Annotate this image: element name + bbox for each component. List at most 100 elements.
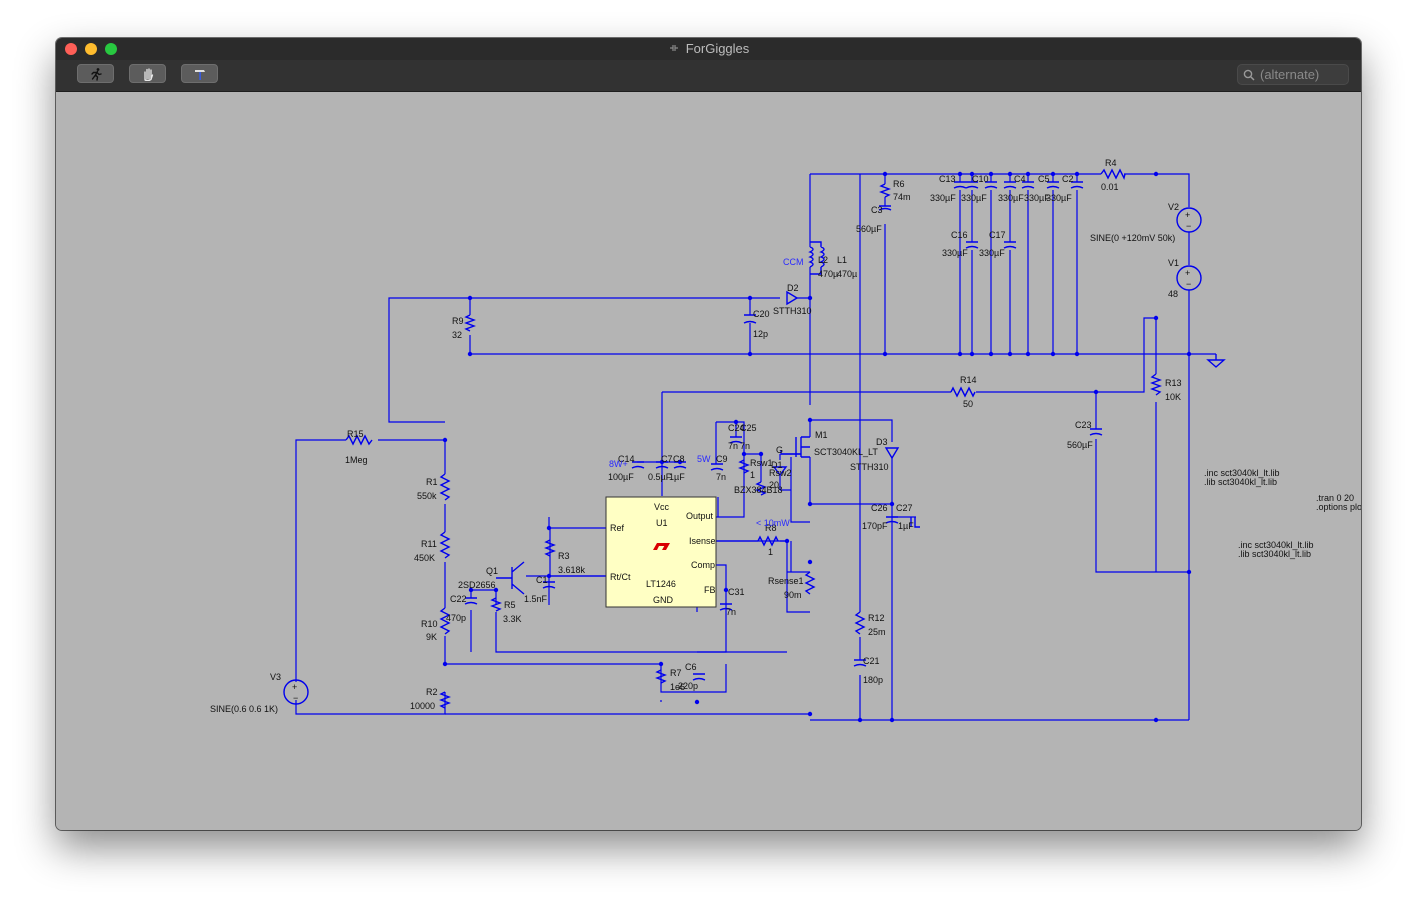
label-R8-ref: R8 bbox=[765, 523, 777, 533]
junction-dots bbox=[442, 171, 1192, 723]
label-Q1-value: 2SD2656 bbox=[458, 580, 496, 590]
net-label-8w: 8W+ bbox=[609, 459, 628, 469]
ic-pin-comp: Comp bbox=[691, 560, 715, 570]
svg-text:+: + bbox=[292, 682, 297, 692]
label-R10-value: 9K bbox=[426, 632, 437, 642]
label-V1-value: 48 bbox=[1168, 289, 1178, 299]
label-R3-value: 3.618k bbox=[558, 565, 586, 575]
halt-simulation-button[interactable] bbox=[129, 64, 166, 83]
label-R7-ref: R7 bbox=[670, 668, 682, 678]
label-R9-value: 32 bbox=[452, 330, 462, 340]
spice-directives[interactable]: .inc sct3040kl_lt.lib .lib sct3040kl_lt.… bbox=[1204, 468, 1361, 559]
directive-inc-2: .inc sct3040kl_lt.lib bbox=[1238, 540, 1314, 550]
label-C21-value: 180p bbox=[863, 675, 883, 685]
label-R1-ref: R1 bbox=[426, 477, 438, 487]
label-R4-ref: R4 bbox=[1105, 158, 1117, 168]
label-R14-ref: R14 bbox=[960, 375, 977, 385]
label-R2-value: 10000 bbox=[410, 701, 435, 711]
label-Rsw1-ref: Rsw1 bbox=[750, 458, 773, 468]
label-V3-value: SINE(0.6 0.6 1K) bbox=[210, 704, 278, 714]
label-D2-ref: D2 bbox=[787, 283, 799, 293]
label-Rsense1-value: 90m bbox=[784, 590, 802, 600]
label-M1-ref: M1 bbox=[815, 430, 828, 440]
label-R11-value: 450K bbox=[414, 553, 435, 563]
lt-logo-icon bbox=[653, 543, 670, 550]
label-C14-ref: C14 bbox=[618, 454, 635, 464]
label-C9-ref: C9 bbox=[716, 454, 728, 464]
label-C14-value: 100µF bbox=[608, 472, 634, 482]
label-Rsense1-ref: Rsense1 bbox=[768, 576, 804, 586]
label-Q1-ref: Q1 bbox=[486, 566, 498, 576]
label-R4-value: 0.01 bbox=[1101, 182, 1119, 192]
label-C17-ref: C17 bbox=[989, 230, 1006, 240]
label-M1-value: SCT3040KL_LT bbox=[814, 447, 878, 457]
label-Rsw1-value: 1 bbox=[750, 470, 755, 480]
zoom-window-button[interactable] bbox=[105, 43, 117, 55]
label-C17-value: 330µF bbox=[979, 248, 1005, 258]
label-C7-ref: C7 bbox=[661, 454, 673, 464]
hammer-tool-button[interactable] bbox=[181, 64, 218, 83]
search-input[interactable] bbox=[1260, 66, 1344, 83]
label-C26-value: 170pF bbox=[862, 521, 888, 531]
label-C10-value: 330µF bbox=[961, 193, 987, 203]
svg-text:−: − bbox=[1186, 279, 1191, 289]
label-C26-ref: C26 bbox=[871, 503, 888, 513]
ic-pin-gnd: GND bbox=[653, 595, 674, 605]
component-symbols: + − + − bbox=[283, 168, 1226, 709]
label-D1-ref: D1 bbox=[771, 460, 783, 470]
hand-icon bbox=[143, 67, 153, 81]
label-V1-ref: V1 bbox=[1168, 258, 1179, 268]
directive-inc-1: .inc sct3040kl_lt.lib bbox=[1204, 468, 1280, 478]
label-C6-ref: C6 bbox=[685, 662, 697, 672]
schematic-drawing: + − + − bbox=[210, 158, 1361, 723]
label-R6-value: 74m bbox=[893, 192, 911, 202]
label-C16-value: 330µF bbox=[942, 248, 968, 258]
search-field[interactable] bbox=[1237, 64, 1349, 85]
label-R13-ref: R13 bbox=[1165, 378, 1182, 388]
label-D3-value: STTH310 bbox=[850, 462, 889, 472]
label-L2-ref: L2 bbox=[818, 255, 828, 265]
label-D3-ref: D3 bbox=[876, 437, 888, 447]
schematic-canvas[interactable]: + − + − bbox=[56, 92, 1361, 830]
label-R10-ref: R10 bbox=[421, 619, 438, 629]
label-C13-ref: C13 bbox=[939, 174, 956, 184]
label-R9-ref: R9 bbox=[452, 316, 464, 326]
label-C24-ref: C24 bbox=[728, 423, 745, 433]
toolbar bbox=[56, 60, 1361, 92]
label-C20-ref: C20 bbox=[753, 309, 770, 319]
label-C16-ref: C16 bbox=[951, 230, 968, 240]
label-C2-ref: C2 bbox=[1062, 174, 1074, 184]
label-R14-value: 50 bbox=[963, 399, 973, 409]
label-R12-value: 25m bbox=[868, 627, 886, 637]
directive-options: .options plo bbox=[1316, 502, 1361, 512]
label-R15-ref: R15 bbox=[347, 429, 364, 439]
svg-text:+: + bbox=[1185, 210, 1190, 220]
window-title-wrap: ForGiggles bbox=[56, 41, 1361, 56]
close-window-button[interactable] bbox=[65, 43, 77, 55]
hammer-icon bbox=[194, 69, 205, 80]
label-C27-ref: C27 bbox=[896, 503, 913, 513]
label-C20-value: 12p bbox=[753, 329, 768, 339]
label-C1-value: 1.5nF bbox=[524, 594, 548, 604]
label-R5-value: 3.3K bbox=[503, 614, 522, 624]
label-C4-ref: C4 bbox=[1014, 174, 1026, 184]
label-R3-ref: R3 bbox=[558, 551, 570, 561]
label-C8-value: 1µF bbox=[669, 472, 685, 482]
label-C24-value: 7n bbox=[728, 441, 738, 451]
controller-ic[interactable]: Vcc U1 Ref Rt/Ct Output Isense Comp FB L… bbox=[610, 502, 716, 605]
directive-tran: .tran 0 20 bbox=[1316, 493, 1354, 503]
minimize-window-button[interactable] bbox=[85, 43, 97, 55]
label-R11-ref: R11 bbox=[421, 539, 437, 549]
label-C27-value: 1µF bbox=[898, 521, 914, 531]
label-C25-value: 7n bbox=[740, 441, 750, 451]
label-C23-value: 560µF bbox=[1067, 440, 1093, 450]
label-C31-ref: C31 bbox=[728, 587, 745, 597]
label-R2-ref: R2 bbox=[426, 687, 438, 697]
net-label-gate: G bbox=[776, 445, 783, 455]
label-C22-value: 470p bbox=[446, 613, 466, 623]
run-simulation-button[interactable] bbox=[77, 64, 114, 83]
label-R12-ref: R12 bbox=[868, 613, 885, 623]
label-C31-value: 7n bbox=[726, 607, 736, 617]
directive-lib-1: .lib sct3040kl_lt.lib bbox=[1204, 477, 1277, 487]
net-label-5w: 5W bbox=[697, 454, 711, 464]
